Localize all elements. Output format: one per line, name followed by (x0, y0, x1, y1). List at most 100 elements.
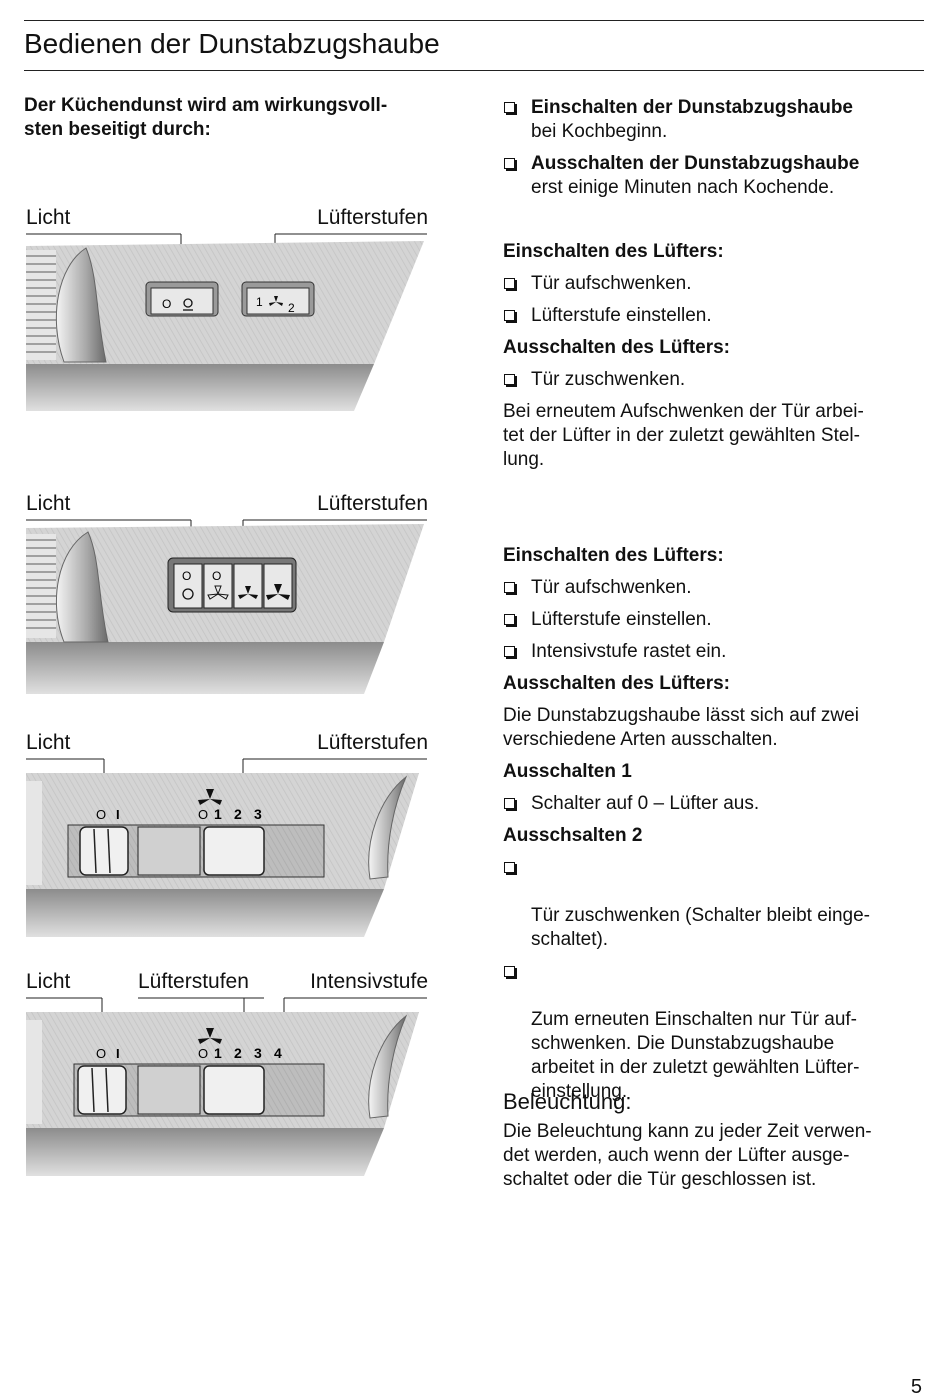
light-off-mark: O (96, 807, 106, 822)
checklist-item: Einschalten der Dunstabzugshaube bei Koc… (503, 96, 928, 144)
item-text: Intensivstufe rastet ein. (531, 641, 727, 662)
checklist-item: Tür zuschwenken. (503, 368, 928, 392)
figure-slider-switches: Licht Lüfterstufen O I O 1 2 3 (24, 731, 434, 941)
label-fan-levels: Lüfterstufen (317, 206, 428, 229)
checklist-item: Zum erneuten Einschalten nur Tür auf- sc… (503, 960, 928, 1104)
lighting-section: Beleuchtung: Die Beleuchtung kann zu jed… (503, 1088, 928, 1192)
section-heading: Ausschalten des Lüfters: (503, 337, 730, 358)
label-light: Licht (26, 970, 71, 993)
fan-slider[interactable] (203, 826, 265, 876)
label-light: Licht (26, 492, 71, 515)
fan-slider[interactable] (203, 1065, 265, 1115)
vent-grille (26, 250, 56, 360)
door-handle (368, 775, 408, 880)
light-slider[interactable] (77, 1065, 127, 1115)
checkbox-icon (504, 614, 515, 625)
fan-rocker-switch[interactable]: 1 2 (241, 281, 315, 317)
checkbox-icon (504, 102, 515, 113)
body-text: Die Dunstabzugshaube lässt sich auf zwei… (503, 705, 859, 750)
fan-icon (198, 1028, 222, 1044)
checklist-item: Intensivstufe rastet ein. (503, 640, 928, 664)
checklist-item: Lüfterstufe einstellen. (503, 304, 928, 328)
switch-level-1: 1 (256, 295, 263, 309)
light-on-mark: I (116, 1046, 120, 1061)
vent-grille (26, 534, 56, 638)
item-text: Schalter auf 0 – Lüfter aus. (531, 793, 760, 814)
item-bold: Einschalten der Dunstabzugshaube (531, 97, 853, 118)
checklist-item: Lüfterstufe einstellen. (503, 608, 928, 632)
item-text: Tür aufschwenken. (531, 273, 692, 294)
door-handle (368, 1014, 408, 1119)
checklist-item: Ausschalten der Dunstabzugshaube erst ei… (503, 152, 928, 200)
lamp-icon (183, 298, 193, 311)
label-intensive-level: Intensivstufe (310, 970, 428, 993)
instructions-top: Einschalten der Dunstabzugshaube bei Koc… (503, 96, 928, 200)
item-text: erst einige Minuten nach Kochende. (531, 177, 835, 198)
hood-panel-4: O I O 1 2 3 4 (26, 997, 427, 1176)
fan-level-2: 2 (234, 1045, 242, 1061)
section-heading: Einschalten des Lüfters: (503, 241, 724, 262)
door-handle (55, 531, 109, 643)
checkbox-icon (504, 966, 515, 977)
switch-level-2: 2 (288, 301, 295, 315)
fan-icon (198, 789, 222, 805)
checkbox-icon (504, 646, 515, 657)
page-title: Bedienen der Dunstabzugshaube (24, 28, 440, 59)
item-text: Lüfterstufe einstellen. (531, 305, 712, 326)
checklist-item: Tür aufschwenken. (503, 576, 928, 600)
checkbox-icon (504, 278, 515, 289)
button-indicator: O (182, 569, 191, 583)
light-slider[interactable] (79, 826, 129, 876)
figure-slider-intensive: Licht Lüfterstufen Intensivstufe O I O 1… (24, 970, 434, 1180)
figure-push-buttons: Licht Lüfterstufen O O (24, 492, 434, 697)
checkbox-icon (504, 862, 515, 873)
fan-level-1: 1 (214, 806, 222, 822)
header-rule-top (24, 20, 924, 21)
slider-track (137, 826, 201, 876)
label-light: Licht (26, 206, 71, 229)
item-text: Zum erneuten Einschalten nur Tür auf- sc… (531, 1009, 860, 1102)
label-light: Licht (26, 731, 71, 754)
fan-icon (269, 296, 283, 306)
checklist-item: Tür zuschwenken (Schalter bleibt einge- … (503, 856, 928, 952)
fan-button-level-2[interactable] (263, 563, 293, 609)
section-heading: Ausschalten 1 (503, 761, 632, 782)
light-button[interactable]: O (173, 563, 203, 609)
fan-icon (238, 586, 258, 599)
lighting-heading: Beleuchtung: (503, 1089, 632, 1114)
checkbox-icon (504, 374, 515, 385)
note-text: Bei erneutem Aufschwenken der Tür arbei-… (503, 401, 864, 470)
fan-level-2: 2 (234, 806, 242, 822)
section-heading: Einschalten des Lüfters: (503, 545, 724, 566)
fan-level-3: 3 (254, 1045, 262, 1061)
checkbox-icon (504, 310, 515, 321)
fan-icon (266, 584, 290, 600)
fan-outline-icon (207, 585, 229, 600)
intro-text: Der Küchendunst wird am wirkungsvoll- st… (24, 95, 388, 140)
checkbox-icon (504, 158, 515, 169)
item-text: Tür aufschwenken. (531, 577, 692, 598)
item-bold: Ausschalten der Dunstabzugshaube (531, 153, 860, 174)
label-fan-levels: Lüfterstufen (317, 731, 428, 754)
instructions-section-1: Einschalten des Lüfters: Tür aufschwenke… (503, 240, 928, 472)
light-off-mark: O (96, 1046, 106, 1061)
header-rule-bottom (24, 70, 924, 71)
label-fan-levels: Lüfterstufen (317, 492, 428, 515)
item-text: Tür zuschwenken (Schalter bleibt einge- … (531, 905, 871, 950)
button-indicator: O (212, 569, 221, 583)
item-text: Tür zuschwenken. (531, 369, 686, 390)
light-on-mark: I (116, 807, 120, 822)
switch-off-mark: O (162, 297, 171, 311)
figure-rocker-switches: Licht Lüfterstufen O (24, 206, 434, 411)
fan-level-3: 3 (254, 806, 262, 822)
lamp-icon (182, 588, 194, 600)
lighting-text: Die Beleuchtung kann zu jeder Zeit verwe… (503, 1121, 872, 1190)
section-heading: Ausschsalten 2 (503, 825, 643, 846)
fan-level-1: 1 (214, 1045, 222, 1061)
fan-button-level-1[interactable] (233, 563, 263, 609)
fan-off-mark: O (198, 1046, 208, 1061)
hood-panel-1: O 1 2 (26, 233, 427, 411)
item-text: Lüfterstufe einstellen. (531, 609, 712, 630)
fan-button-off[interactable]: O (203, 563, 233, 609)
light-rocker-switch[interactable]: O (145, 281, 219, 317)
